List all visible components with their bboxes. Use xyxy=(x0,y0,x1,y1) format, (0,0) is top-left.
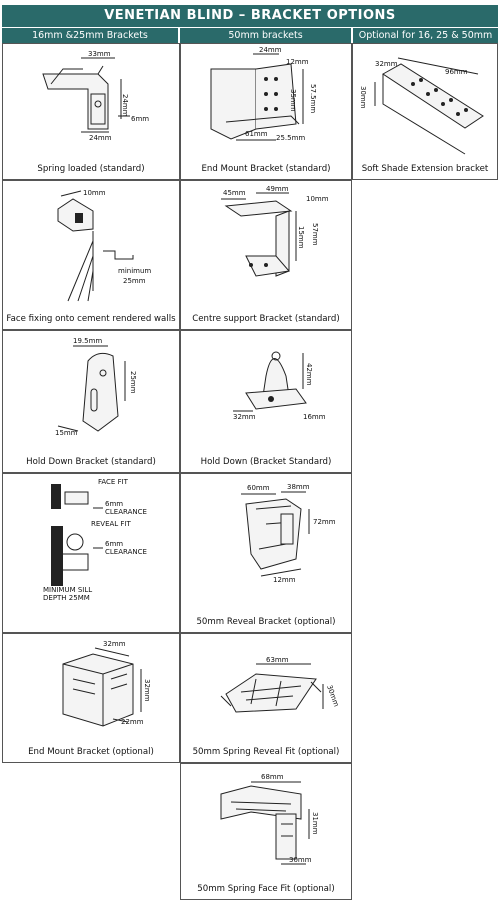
bracket-cell-hold-down-standard: 19.5mm 25mm 15mm Hold Down Bracket (stan… xyxy=(2,330,180,473)
dim-label: 57mm xyxy=(311,223,319,246)
bracket-cell-face-fixing: 10mm minimum 25mm Face fixing onto cemen… xyxy=(2,180,180,330)
dim-label: 68mm xyxy=(261,773,284,781)
bracket-caption: Spring loaded (standard) xyxy=(37,164,145,174)
dim-label: 10mm xyxy=(83,189,106,197)
dim-label: 16mm xyxy=(303,413,326,421)
bracket-caption: 50mm Reveal Bracket (optional) xyxy=(196,617,336,627)
dim-label: MINIMUM SILL xyxy=(43,586,92,594)
dim-label: 45mm xyxy=(223,189,246,197)
bracket-caption: End Mount Bracket (standard) xyxy=(201,164,331,174)
dim-label: 35mm xyxy=(289,89,297,112)
dim-label: 25mm xyxy=(123,277,146,285)
bracket-cell-soft-shade-extension: 32mm 96mm 30mm Soft Shade Extension brac… xyxy=(352,43,498,180)
bracket-cell-end-mount-optional: 32mm 32mm 22mm End Mount Bracket (option… xyxy=(2,633,180,763)
dim-label: 6mm xyxy=(105,500,123,508)
dim-label: CLEARANCE xyxy=(105,548,147,556)
page-title: VENETIAN BLIND – BRACKET OPTIONS xyxy=(2,5,498,27)
column-header-optional: Optional for 16, 25 & 50mm xyxy=(353,28,498,43)
bracket-cell-end-mount-standard: 24mm 12mm 57.5mm 35mm 61mm 25.5mm End Mo… xyxy=(180,43,352,180)
dim-label: FACE FIT xyxy=(98,478,129,486)
dim-label: 12mm xyxy=(273,576,296,584)
dim-label: 32mm xyxy=(103,640,126,648)
bracket-cell-50mm-reveal: 60mm 38mm 72mm 12mm 50mm Reveal Bracket … xyxy=(180,473,352,633)
dim-label: 63mm xyxy=(266,656,289,664)
dim-label: 49mm xyxy=(266,185,289,193)
dim-label: 24mm xyxy=(121,94,129,117)
dim-label: DEPTH 25MM xyxy=(43,594,90,602)
dim-label: 72mm xyxy=(313,518,336,526)
dim-label: REVEAL FIT xyxy=(91,520,132,528)
bracket-cell-hold-down-bracket-standard: 42mm 32mm 16mm Hold Down (Bracket Standa… xyxy=(180,330,352,473)
hold-down-diagram: 42mm 32mm 16mm xyxy=(233,351,326,421)
dim-label: 24mm xyxy=(89,134,112,142)
dim-label: 61mm xyxy=(245,130,268,138)
bracket-cell-fit-options: FACE FIT 6mm CLEARANCE REVEAL FIT 6mm CL… xyxy=(2,473,180,633)
dim-label: 6mm xyxy=(105,540,123,548)
bracket-caption: Face fixing onto cement rendered walls xyxy=(6,314,176,324)
spring-reveal-fit-diagram: 63mm 30mm xyxy=(220,656,340,713)
bracket-cell-50mm-spring-reveal: 63mm 30mm 50mm Spring Reveal Fit (option… xyxy=(180,633,352,763)
dim-label: 25mm xyxy=(129,371,137,394)
dim-label: 33mm xyxy=(88,50,111,58)
dim-label: 24mm xyxy=(259,46,282,54)
dim-label: 22mm xyxy=(121,718,144,726)
bracket-cell-spring-loaded: 33mm 24mm 24mm 6mm Spring loaded (standa… xyxy=(2,43,180,180)
end-mount-bracket-diagram: 24mm 12mm 57.5mm 35mm 61mm 25.5mm xyxy=(210,46,317,142)
column-header-50mm: 50mm brackets xyxy=(180,28,351,43)
dim-label: 32mm xyxy=(233,413,256,421)
bracket-caption: End Mount Bracket (optional) xyxy=(28,747,154,757)
dim-label: 15mm xyxy=(297,226,305,249)
face-reveal-fit-diagram: FACE FIT 6mm CLEARANCE REVEAL FIT 6mm CL… xyxy=(43,478,147,602)
centre-support-diagram: 45mm 49mm 10mm 15mm 57mm xyxy=(221,185,329,277)
dim-label: 25.5mm xyxy=(276,134,305,142)
dim-label: 42mm xyxy=(305,363,313,386)
dim-label: minimum xyxy=(118,267,151,275)
dim-label: 30mm xyxy=(325,684,340,708)
dim-label: 6mm xyxy=(131,115,149,123)
bracket-caption: Soft Shade Extension bracket xyxy=(361,164,489,174)
bracket-caption: Centre support Bracket (standard) xyxy=(192,314,340,324)
bracket-caption: 50mm Spring Face Fit (optional) xyxy=(197,884,335,894)
bracket-caption: 50mm Spring Reveal Fit (optional) xyxy=(192,747,340,757)
bracket-caption: Hold Down Bracket (standard) xyxy=(26,457,156,467)
soft-shade-extension-diagram: 32mm 96mm 30mm xyxy=(359,57,484,155)
dim-label: 19.5mm xyxy=(73,337,102,345)
spring-loaded-bracket-diagram: 33mm 24mm 24mm 6mm xyxy=(42,50,149,142)
face-fixing-diagram: 10mm minimum 25mm xyxy=(57,189,151,302)
dim-label: 32mm xyxy=(143,679,151,702)
dim-label: 32mm xyxy=(375,60,398,68)
dim-label: 30mm xyxy=(289,856,312,864)
dim-label: 60mm xyxy=(247,484,270,492)
dim-label: 96mm xyxy=(445,68,468,76)
reveal-bracket-diagram: 60mm 38mm 72mm 12mm xyxy=(241,483,336,584)
dim-label: 30mm xyxy=(359,86,367,109)
spring-face-fit-diagram: 68mm 31mm 30mm xyxy=(220,773,319,865)
dim-label: 10mm xyxy=(306,195,329,203)
dim-label: 12mm xyxy=(286,58,309,66)
dim-label: 15mm xyxy=(55,429,78,437)
bracket-cell-50mm-spring-face: 68mm 31mm 30mm 50mm Spring Face Fit (opt… xyxy=(180,763,352,900)
dim-label: CLEARANCE xyxy=(105,508,147,516)
column-header-16-25mm: 16mm &25mm Brackets xyxy=(2,28,178,43)
bracket-caption: Hold Down (Bracket Standard) xyxy=(200,457,332,467)
dim-label: 38mm xyxy=(287,483,310,491)
bracket-cell-centre-support: 45mm 49mm 10mm 15mm 57mm Centre support … xyxy=(180,180,352,330)
dim-label: 57.5mm xyxy=(309,84,317,113)
hold-down-bracket-diagram: 19.5mm 25mm 15mm xyxy=(55,337,137,437)
end-mount-optional-diagram: 32mm 32mm 22mm xyxy=(62,640,151,727)
dim-label: 31mm xyxy=(311,812,319,835)
